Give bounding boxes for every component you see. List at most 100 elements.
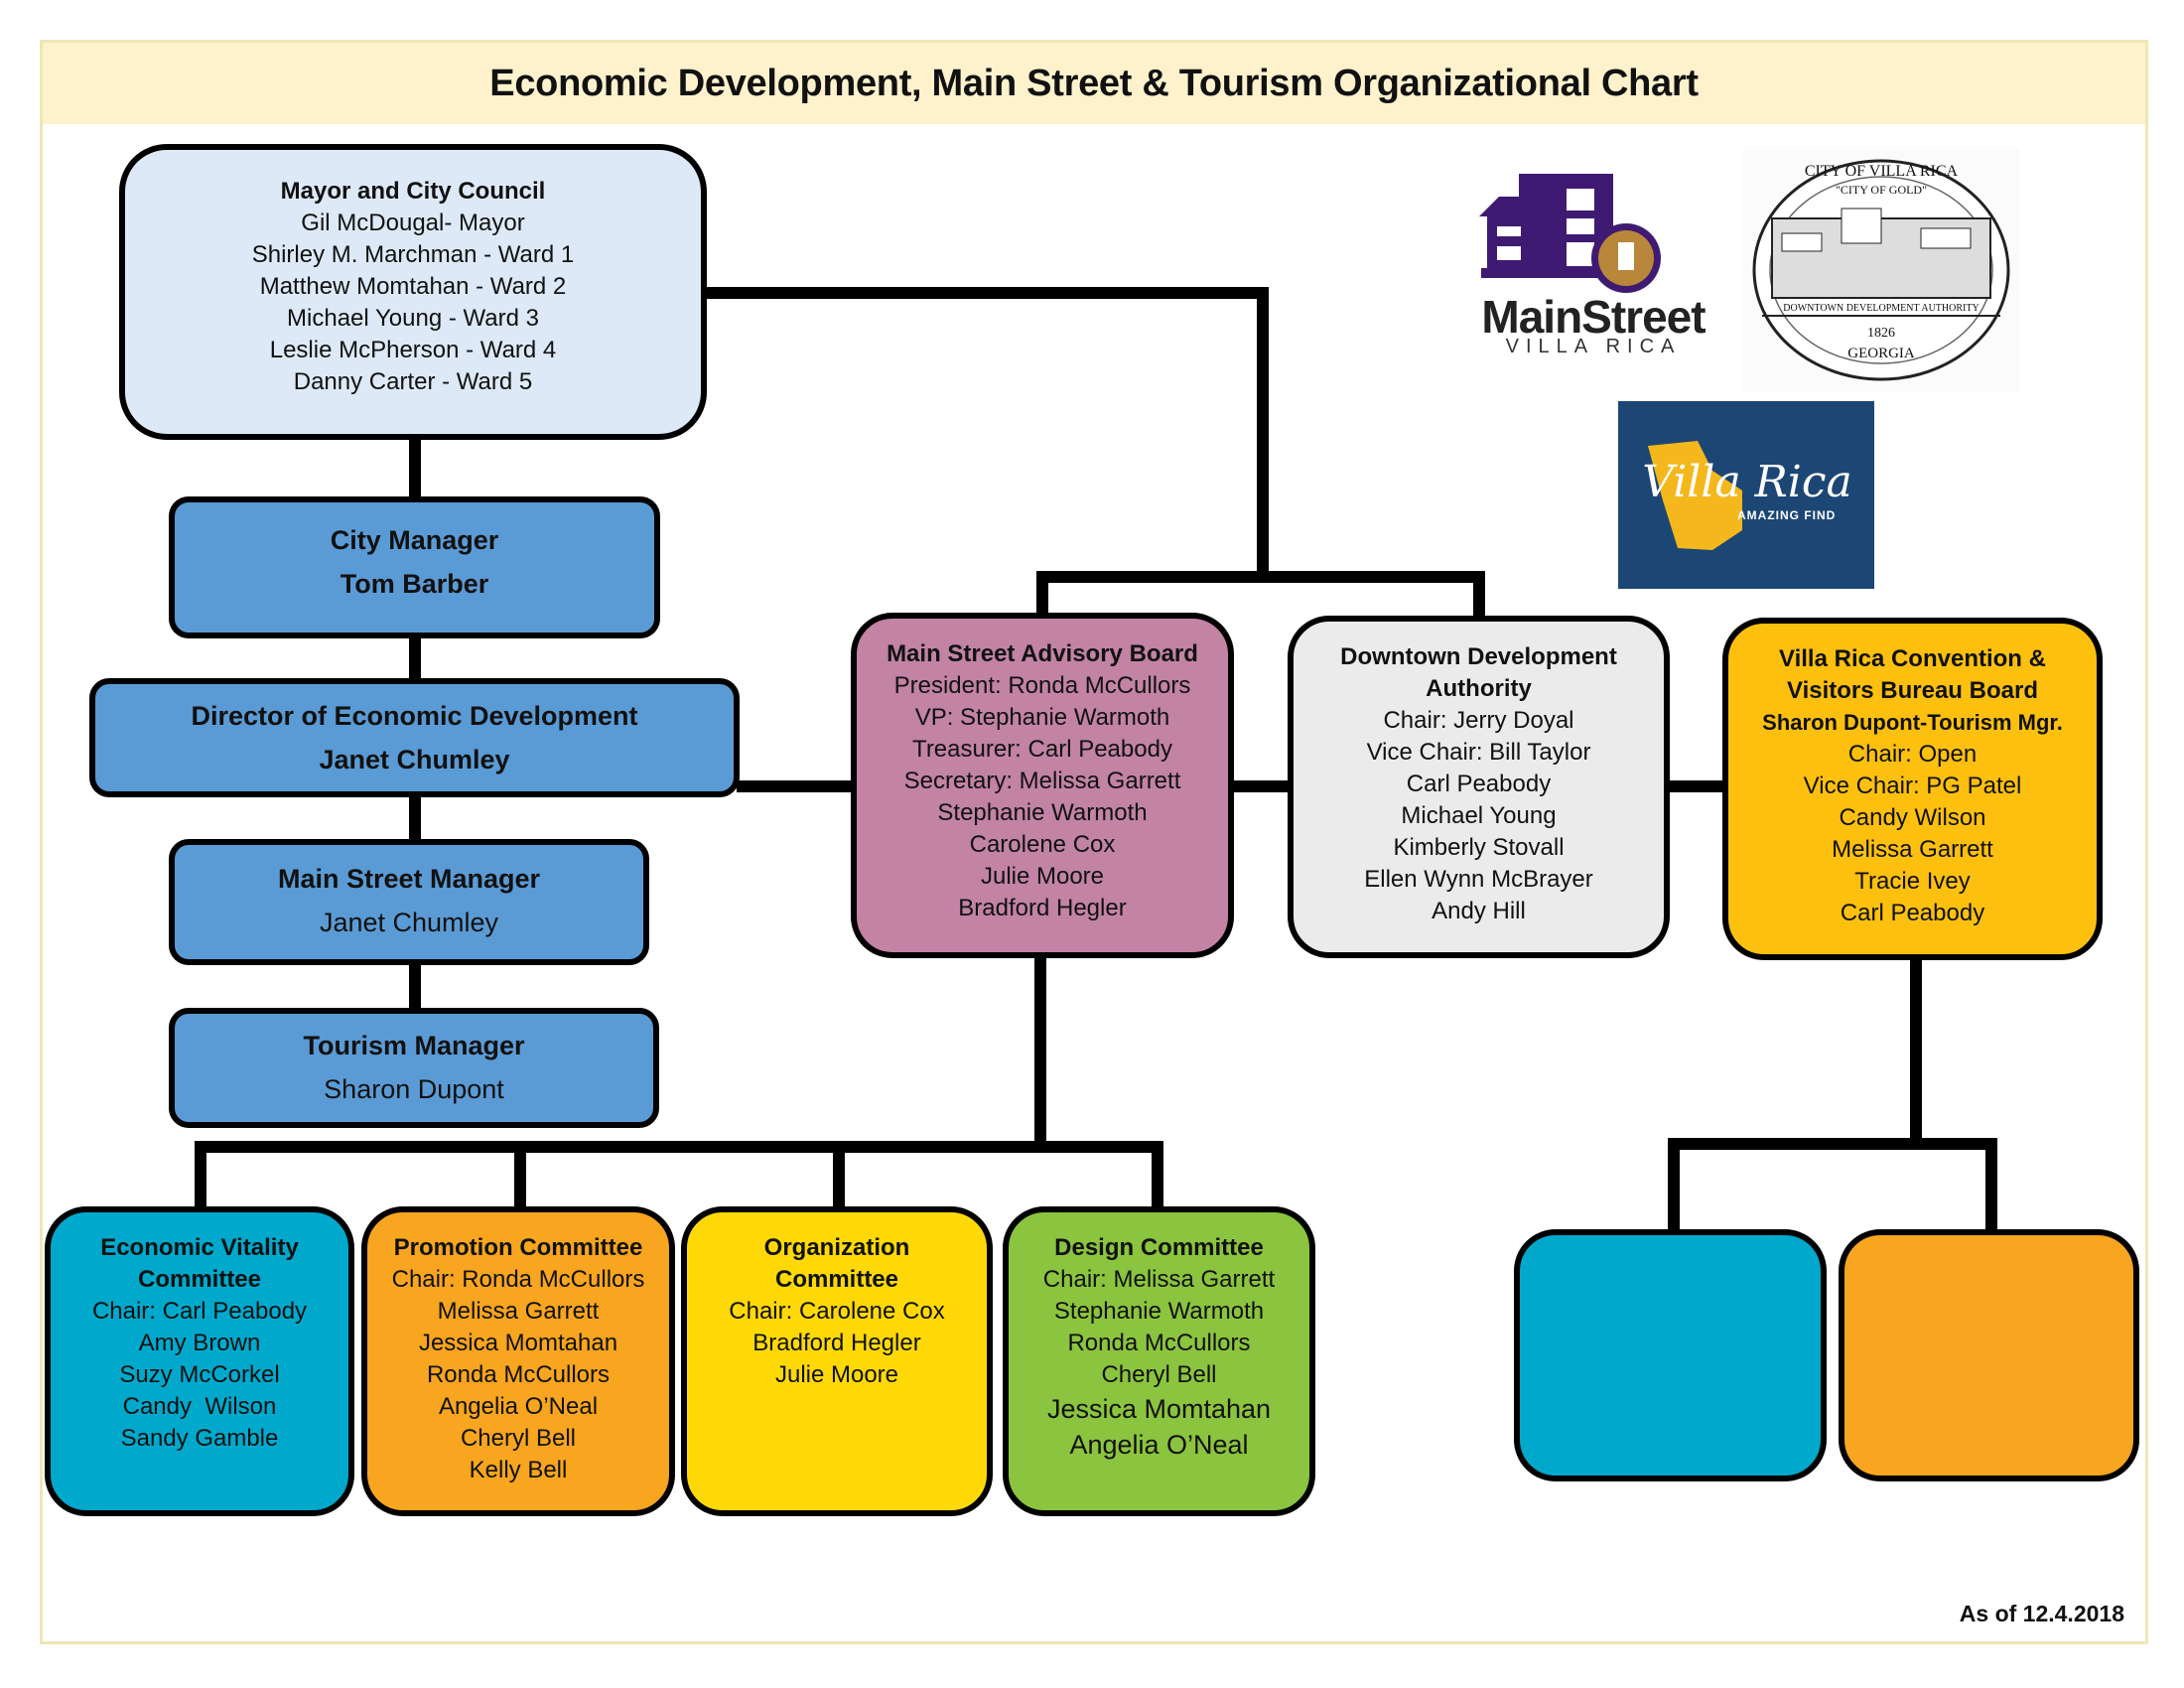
member: Suzy McCorkel [119,1361,280,1388]
box-title: City Manager [330,525,499,555]
box-title: Tourism Manager [303,1031,525,1060]
downtown-development-authority-box: Downtown Development Authority Chair: Je… [1288,616,1670,958]
member: VP: Stephanie Warmoth [914,704,1170,731]
member: Shirley M. Marchman - Ward 1 [251,241,575,268]
member: Julie Moore [774,1361,899,1388]
member: Vice Chair: Bill Taylor [1366,739,1591,766]
connector [409,437,421,498]
box-title: Main Street Manager [277,864,541,894]
connector [514,1141,526,1210]
member: Candy Wilson [1839,804,1986,831]
connector [1152,1141,1163,1210]
person-name: Janet Chumley [319,745,510,774]
member: Bradford Hegler [752,1330,921,1356]
member: Leslie McPherson - Ward 4 [269,337,557,363]
connector [195,1141,1163,1153]
member: Amy Brown [138,1330,261,1356]
box-title: Promotion Committee [393,1234,643,1261]
member: Candy Wilson [122,1393,277,1420]
member: Chair: Jerry Doyal [1383,707,1574,734]
box-title: Villa Rica Convention & [1779,645,2046,672]
member: Ellen Wynn McBrayer [1364,866,1593,893]
tourism-tagline: AMAZING FIND [1737,508,1837,522]
building-icon [1479,174,1661,293]
city-seal-logo: CITY OF VILLA RICA "CITY OF GOLD" DOWNTO… [1742,149,2020,392]
member: Cheryl Bell [460,1425,577,1452]
tourism-script: Villa Rica [1642,457,1852,507]
member: Bradford Hegler [958,895,1127,921]
box-title: Main Street Advisory Board [887,640,1198,667]
member: Sandy Gamble [120,1425,279,1452]
member: Cheryl Bell [1101,1361,1217,1388]
member: Secretary: Melissa Garrett [903,768,1181,794]
title-banner: Economic Development, Main Street & Tour… [43,43,2145,124]
seal-band-text: DOWNTOWN DEVELOPMENT AUTHORITY [1783,303,1979,314]
member: Andy Hill [1432,898,1526,924]
box-title: Mayor and City Council [280,178,546,205]
connector [1034,955,1046,1150]
organization-committee-box: Organization Committee Chair: Carolene C… [681,1206,993,1516]
blank-committee-box [1839,1229,2139,1481]
member: Melissa Garrett [437,1298,600,1325]
economic-vitality-committee-box: Economic Vitality Committee Chair: Carl … [45,1206,354,1516]
connector [1668,1138,1680,1233]
member: Kelly Bell [469,1457,568,1483]
connector [409,635,421,681]
member: Jessica Momtahan [418,1330,618,1356]
connector [1257,287,1269,583]
as-of-date: As of 12.4.2018 [1959,1601,2124,1626]
member: Gil McDougal- Mayor [301,210,525,236]
member: President: Ronda McCullors [893,672,1191,699]
member: Carl Peabody [1840,900,1985,926]
member: Jessica Momtahan [1046,1394,1272,1424]
connector [833,1141,845,1210]
design-committee-box: Design Committee Chair: Melissa Garrett … [1003,1206,1315,1516]
page-title: Economic Development, Main Street & Tour… [489,62,1699,104]
member: Danny Carter - Ward 5 [293,368,533,395]
member: Carolene Cox [969,831,1116,858]
connector [1910,958,1922,1150]
villa-rica-tourism-logo: Villa Rica AMAZING FIND [1618,401,1874,589]
connector [1985,1138,1997,1233]
member: Tracie Ivey [1854,868,1971,895]
member: Kimberly Stovall [1393,834,1565,861]
seal-bottom-text: GEORGIA [1847,346,1915,361]
connector [1473,571,1485,619]
convention-visitors-bureau-board-box: Villa Rica Convention & Visitors Bureau … [1722,618,2103,960]
member: Chair: Open [1847,741,1978,768]
person-name: Sharon Dupont [324,1074,504,1104]
main-street-logo: MainStreet VILLA RICA [1459,169,1727,377]
member: Carl Peabody [1406,771,1552,797]
member: Treasurer: Carl Peabody [912,736,1172,763]
seal-top-text: CITY OF VILLA RICA [1804,163,1959,180]
director-economic-development-box: Director of Economic Development Janet C… [89,678,740,797]
box-title: Economic Vitality [100,1234,299,1261]
member: Chair: Ronda McCullors [391,1266,645,1293]
member: Ronda McCullors [1067,1330,1251,1356]
tourism-manager-box: Tourism Manager Sharon Dupont [169,1008,659,1128]
member: Matthew Momtahan - Ward 2 [259,273,567,300]
member: Julie Moore [980,863,1105,890]
box-title: Organization [763,1234,910,1261]
person-name: Tom Barber [340,569,489,599]
member: Ronda McCullors [426,1361,611,1388]
member: Vice Chair: PG Patel [1803,773,2022,799]
mayor-council-box: Mayor and City Council Gil McDougal- May… [119,144,707,440]
member: Michael Young - Ward 3 [287,305,539,332]
box-title-line2: Committee [774,1266,899,1293]
main-street-advisory-board-box: Main Street Advisory Board President: Ro… [851,613,1234,958]
connector [1668,1138,1997,1150]
main-street-subtitle: VILLA RICA [1505,336,1682,357]
seal-year: 1826 [1867,326,1895,341]
connector [1036,571,1048,619]
box-title-line2: Committee [137,1266,262,1293]
member: Chair: Carl Peabody [91,1298,308,1325]
seal-icon [1752,159,2010,381]
member: Angelia O’Neal [1069,1430,1249,1460]
box-title: Director of Economic Development [191,701,638,731]
connector [409,961,421,1011]
blank-committee-box [1514,1229,1827,1481]
member: Chair: Melissa Garrett [1042,1266,1276,1293]
city-manager-box: City Manager Tom Barber [169,496,660,638]
box-title: Downtown Development [1340,643,1617,670]
